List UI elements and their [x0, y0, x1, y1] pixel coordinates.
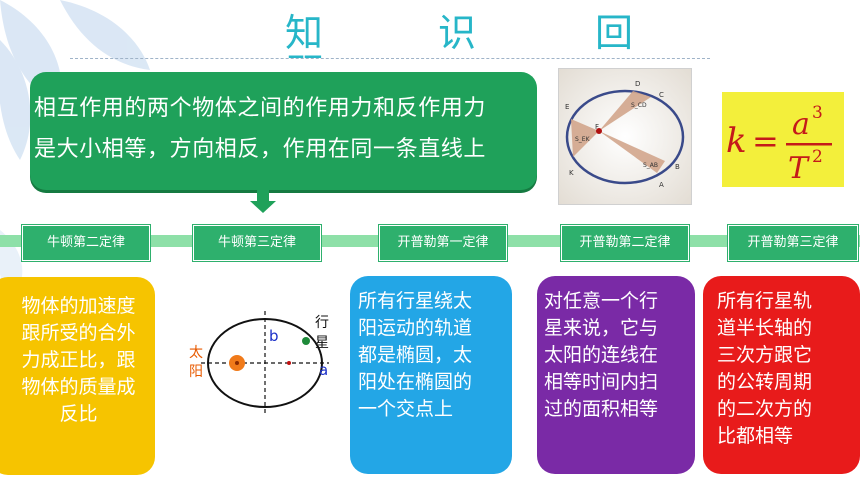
card-line: 的二次方的 — [717, 398, 813, 420]
card-line: 反比 — [59, 403, 98, 425]
page-title: 知 识 回 顾 — [0, 8, 860, 58]
card-line: 一个交点上 — [358, 398, 454, 420]
node-newton-third-law[interactable]: 牛顿第三定律 — [193, 225, 321, 261]
card-newton-second-law: 物体的加速度 跟所受的合外 力成正比，跟 物体的质量成 反比 — [0, 277, 155, 475]
formula-equals: = — [752, 122, 779, 160]
formula-a: a — [792, 107, 810, 142]
node-kepler-second-law[interactable]: 开普勒第二定律 — [561, 225, 689, 261]
arrow-down-icon — [250, 190, 276, 213]
card-kepler-second-law: 对任意一个行 星来说，它与 太阳的连线在 相等时间内扫 过的面积相等 — [537, 276, 695, 474]
card-line: 阳处在椭圆的 — [358, 371, 473, 393]
card-line: 星来说，它与 — [544, 317, 659, 339]
title-char: 识 — [438, 11, 477, 55]
point-label: C — [659, 91, 664, 99]
main-text-line-2: 是大小相等，方向相反，作用在同一条直线上 — [34, 137, 487, 162]
card-line: 物体的加速度 — [21, 295, 136, 317]
point-label: D — [635, 80, 640, 88]
area-label: S_EK — [575, 136, 591, 143]
a-label: a — [319, 361, 328, 379]
planet-label: 星 — [315, 335, 329, 351]
card-line: 的公转周期 — [717, 371, 813, 393]
area-label: S_AB — [643, 162, 658, 169]
title-char: 回 — [595, 11, 634, 55]
title-underline — [70, 58, 710, 59]
card-line: 跟所受的合外 — [21, 322, 136, 344]
node-newton-second-law[interactable]: 牛顿第二定律 — [22, 225, 150, 261]
card-line: 对任意一个行 — [544, 290, 659, 312]
card-line: 过的面积相等 — [544, 398, 659, 420]
card-line: 所有行星绕太 — [358, 290, 473, 312]
card-line: 比都相等 — [717, 425, 794, 447]
formula-T: T — [788, 151, 810, 186]
point-label: F — [595, 123, 599, 131]
formula-exp-2: 2 — [812, 147, 823, 167]
card-line: 阳运动的轨道 — [358, 317, 473, 339]
card-line: 道半长轴的 — [717, 317, 813, 339]
newton-third-law-text: 相互作用的两个物体之间的作用力和反作用力 是大小相等，方向相反，作用在同一条直线… — [34, 88, 539, 170]
point-label: E — [565, 103, 569, 111]
kepler-area-figure: D C E F B K A S_CD S_EK S_AB — [558, 68, 692, 205]
point-label: B — [675, 163, 680, 171]
card-line: 三次方跟它 — [717, 344, 813, 366]
card-line: 力成正比，跟 — [21, 349, 136, 371]
formula-exp-3: 3 — [812, 103, 823, 123]
area-label: S_CD — [631, 102, 647, 109]
card-kepler-third-law: 所有行星轨 道半长轴的 三次方跟它 的公转周期 的二次方的 比都相等 — [703, 276, 860, 474]
card-line: 所有行星轨 — [717, 290, 813, 312]
point-label: A — [659, 181, 664, 189]
orbit-diagram: 太 阳 行 星 b a — [189, 311, 329, 415]
b-label: b — [269, 327, 279, 345]
newton-third-law-box — [30, 72, 537, 190]
formula-k: k — [726, 121, 747, 161]
fraction-bar — [786, 143, 832, 146]
node-kepler-third-law[interactable]: 开普勒第三定律 — [728, 225, 858, 261]
sun-label: 阳 — [189, 364, 203, 380]
main-text-line-1: 相互作用的两个物体之间的作用力和反作用力 — [34, 96, 487, 121]
node-kepler-first-law[interactable]: 开普勒第一定律 — [379, 225, 507, 261]
card-line: 太阳的连线在 — [544, 344, 659, 366]
kepler-third-law-formula: k = a 3 T 2 — [722, 92, 844, 187]
planet-label: 行 — [315, 315, 329, 331]
card-line: 物体的质量成 — [21, 376, 136, 398]
sun-label: 太 — [189, 345, 203, 361]
point-label: K — [569, 169, 574, 177]
planet-icon — [302, 337, 310, 345]
title-char: 知 — [285, 11, 324, 55]
card-line: 都是椭圆，太 — [358, 344, 473, 366]
title-char: 顾 — [285, 48, 323, 58]
formula-svg: k = a 3 T 2 — [726, 103, 832, 186]
card-kepler-first-law: 所有行星绕太 阳运动的轨道 都是椭圆，太 阳处在椭圆的 一个交点上 — [350, 276, 512, 474]
card-line: 相等时间内扫 — [544, 371, 659, 393]
